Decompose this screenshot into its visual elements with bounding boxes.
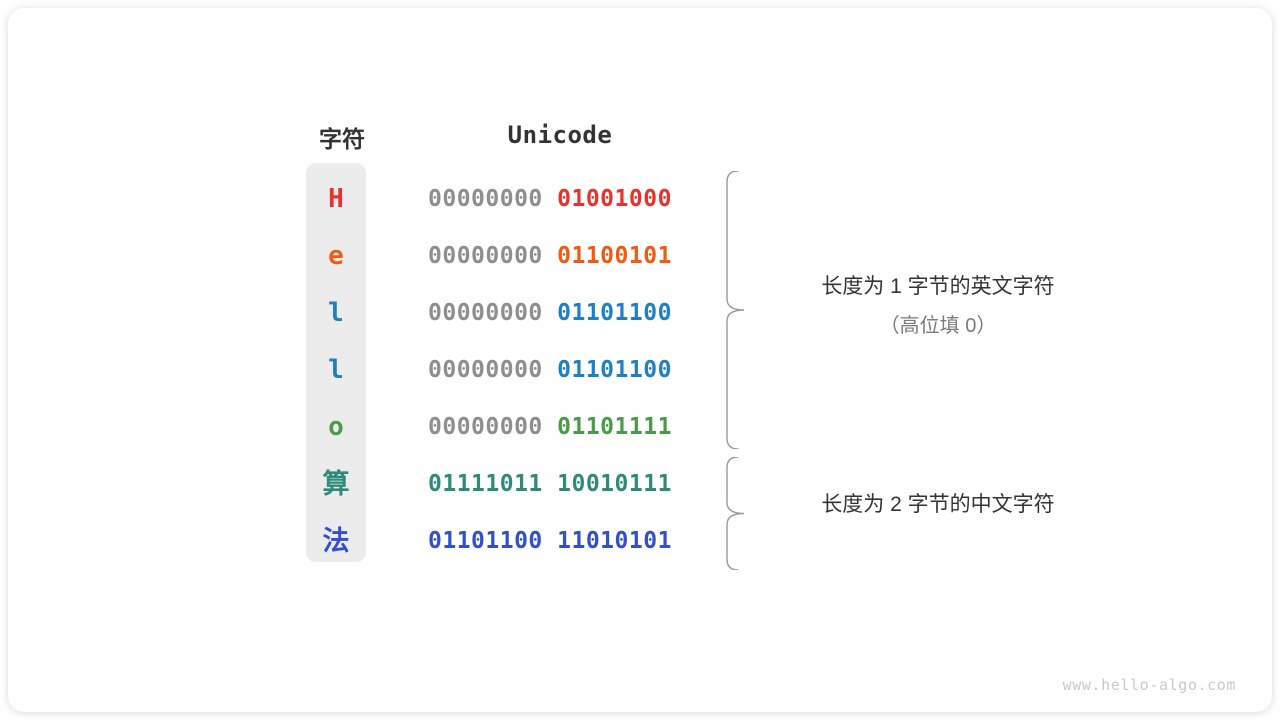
encoding-row: 算 01111011 10010111 — [8, 456, 1272, 513]
row-high-byte: 01101100 — [428, 528, 543, 554]
encoding-row: o 00000000 01101111 — [8, 399, 1272, 456]
row-low-byte: 01001000 — [557, 186, 672, 212]
row-high-byte: 01111011 — [428, 471, 543, 497]
row-unicode-bits: 01111011 10010111 — [428, 456, 692, 513]
annotation-two-byte: 长度为 2 字节的中文字符 — [770, 488, 1106, 518]
row-high-byte: 00000000 — [428, 300, 543, 326]
row-unicode-bits: 00000000 01100101 — [428, 228, 692, 285]
encoding-row: e 00000000 01100101 — [8, 228, 1272, 285]
row-low-byte: 01101100 — [557, 357, 672, 383]
row-character: 算 — [322, 469, 350, 499]
row-character: H — [328, 184, 344, 214]
encoding-row: l 00000000 01101100 — [8, 285, 1272, 342]
curly-brace-icon — [726, 457, 745, 570]
row-high-byte: 00000000 — [428, 186, 543, 212]
annotation-one-byte-sub: （高位填 0） — [879, 315, 997, 337]
encoding-row: 法 01101100 11010101 — [8, 513, 1272, 570]
row-low-byte: 01100101 — [557, 243, 672, 269]
annotation-one-byte: 长度为 1 字节的英文字符 （高位填 0） — [770, 270, 1106, 338]
row-character: l — [328, 298, 344, 328]
row-character: l — [328, 355, 344, 385]
figure-card: 字符 Unicode H 00000000 01001000 e 00000000 0… — [8, 8, 1272, 712]
row-character: 法 — [322, 526, 350, 556]
annotation-one-byte-main: 长度为 1 字节的英文字符 — [821, 275, 1055, 298]
row-character: o — [328, 412, 344, 442]
character-column-background — [306, 163, 366, 562]
row-unicode-bits: 00000000 01101100 — [428, 285, 692, 342]
unicode-encoding-figure: 字符 Unicode H 00000000 01001000 e 00000000 0… — [8, 8, 1272, 712]
encoding-row: H 00000000 01001000 — [8, 171, 1272, 228]
row-high-byte: 00000000 — [428, 357, 543, 383]
row-unicode-bits: 00000000 01101111 — [428, 399, 692, 456]
row-low-byte: 01101100 — [557, 300, 672, 326]
curly-brace-icon — [726, 171, 745, 449]
row-high-byte: 00000000 — [428, 243, 543, 269]
row-low-byte: 10010111 — [557, 471, 672, 497]
encoding-row: l 00000000 01101100 — [8, 342, 1272, 399]
row-low-byte: 11010101 — [557, 528, 672, 554]
row-character: e — [328, 241, 344, 271]
column-header-unicode: Unicode — [507, 121, 613, 149]
column-header-character: 字符 — [319, 126, 365, 152]
row-unicode-bits: 00000000 01001000 — [428, 171, 692, 228]
site-watermark: www.hello-algo.com — [1062, 676, 1236, 694]
row-unicode-bits: 00000000 01101100 — [428, 342, 692, 399]
annotation-two-byte-main: 长度为 2 字节的中文字符 — [821, 493, 1055, 516]
row-unicode-bits: 01101100 11010101 — [428, 513, 692, 570]
row-low-byte: 01101111 — [557, 414, 672, 440]
row-high-byte: 00000000 — [428, 414, 543, 440]
